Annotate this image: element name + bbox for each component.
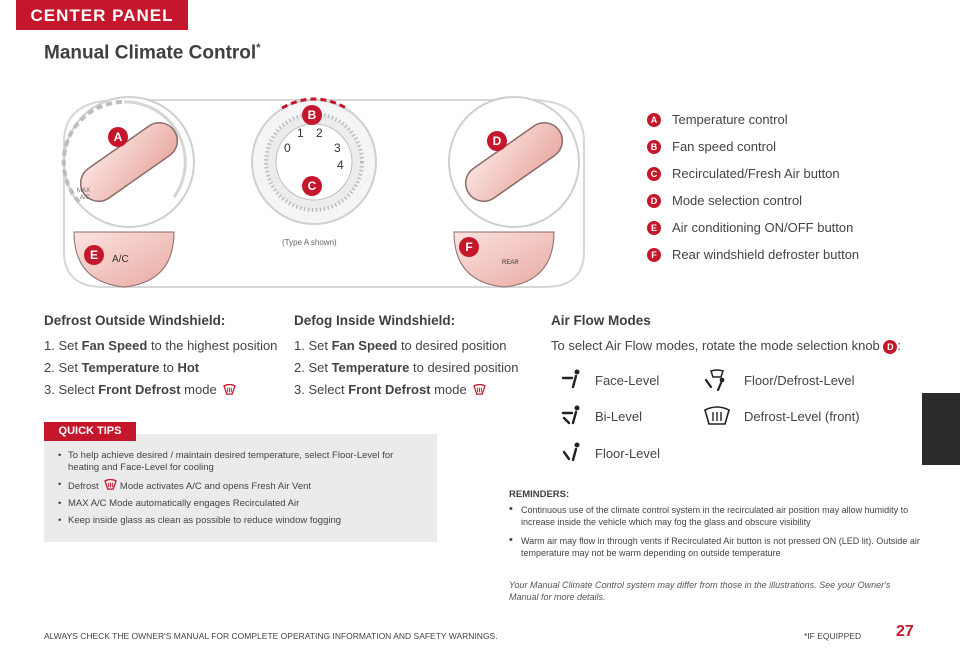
callout-f: F [459, 237, 479, 257]
svg-text:A: A [114, 130, 123, 144]
climate-panel-illustration: MAX A/C 1 2 0 3 4 A/C REAR A B C D E F [61, 96, 585, 288]
floor-level-icon [562, 442, 580, 462]
max-ac-label: MAX [77, 188, 90, 194]
type-note: (Type A shown) [282, 238, 337, 247]
defrost-front-icon [704, 406, 730, 425]
svg-text:0: 0 [284, 141, 291, 155]
air-flow-heading: Air Flow Modes [551, 313, 651, 328]
svg-text:3: 3 [334, 141, 341, 155]
front-defrost-icon [473, 384, 487, 395]
front-defrost-icon [104, 479, 118, 490]
quick-tips-box: To help achieve desired / maintain desir… [44, 434, 437, 542]
svg-text:F: F [465, 240, 472, 254]
mode-bi-level: Bi-Level [561, 405, 642, 427]
air-flow-intro: To select Air Flow modes, rotate the mod… [551, 338, 902, 354]
footnote-if-equipped: *IF EQUIPPED [804, 631, 862, 641]
reminder-item: Continuous use of the climate control sy… [509, 504, 921, 528]
svg-text:A/C: A/C [80, 195, 91, 201]
defog-inside-steps: 1. Set Fan Speed to desired position 2. … [294, 338, 519, 397]
defog-inside-heading: Defog Inside Windshield: [294, 313, 456, 328]
svg-text:C: C [308, 179, 317, 193]
svg-text:4: 4 [337, 158, 344, 172]
callout-d: D [487, 131, 507, 151]
section-tab: CENTER PANEL [16, 0, 188, 30]
svg-text:2: 2 [316, 126, 323, 140]
callout-c: C [302, 176, 322, 196]
callout-b: B [302, 105, 322, 125]
svg-text:D: D [493, 134, 502, 148]
page-number: 27 [896, 623, 914, 640]
callout-e: E [84, 245, 104, 265]
disclaimer-note: Your Manual Climate Control system may d… [509, 580, 891, 602]
tip-item: MAX A/C Mode automatically engages Recir… [58, 498, 423, 510]
mode-defrost-front: Defrost-Level (front) [702, 405, 860, 427]
reminders-heading: REMINDERS: [509, 489, 570, 500]
tip-item: Defrost Mode activates A/C and opens Fre… [58, 479, 423, 493]
tip-item: Keep inside glass as clean as possible t… [58, 515, 423, 527]
bi-level-icon [561, 405, 580, 425]
floor-defrost-icon [704, 369, 725, 391]
svg-text:B: B [308, 108, 317, 122]
mode-floor-level: Floor-Level [561, 442, 660, 464]
svg-text:1: 1 [297, 126, 304, 140]
tip-item: To help achieve desired / maintain desir… [58, 450, 423, 474]
page-title: Manual Climate Control* [44, 42, 261, 64]
mode-floor-defrost: Floor/Defrost-Level [702, 369, 855, 391]
defrost-outside-steps: 1. Set Fan Speed to the highest position… [44, 338, 278, 397]
defrost-outside-heading: Defrost Outside Windshield: [44, 313, 226, 328]
ac-button-label: A/C [112, 254, 129, 265]
svg-text:E: E [90, 248, 98, 262]
front-defrost-icon [223, 384, 237, 395]
quick-tips-label: QUICK TIPS [44, 422, 136, 441]
reminder-item: Warm air may flow in through vents if Re… [509, 535, 921, 559]
mode-face-level: Face-Level [561, 369, 659, 391]
footer-warning: ALWAYS CHECK THE OWNER'S MANUAL FOR COMP… [44, 631, 498, 641]
rear-button-label: REAR [502, 260, 519, 266]
face-level-icon [561, 369, 580, 389]
callout-a: A [108, 127, 128, 147]
